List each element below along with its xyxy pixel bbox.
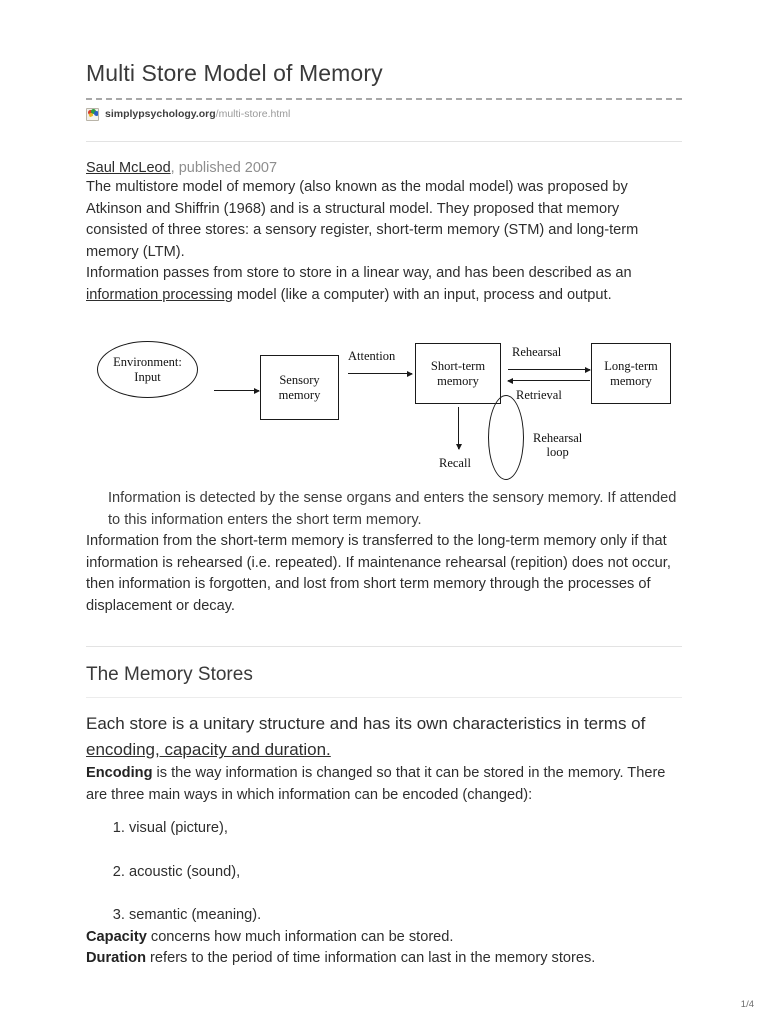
arrow-ltm-to-stm-retrieval [507,377,590,384]
diagram-environment-label-line1: Environment: [113,354,182,369]
duration-paragraph: Duration refers to the period of time in… [86,948,682,970]
diagram-caption: Information is detected by the sense org… [108,490,677,528]
memory-stores-lead-part1: Each store is a unitary structure and ha… [86,714,646,734]
intro-paragraph-2: Information passes from store to store i… [86,263,682,306]
encoding-term: Encoding [86,765,153,782]
diagram-environment-ellipse: Environment: Input [97,341,198,399]
information-processing-link[interactable]: information processing [86,286,233,303]
diagram-rehearsal-label: Rehearsal [512,345,562,360]
encoding-types-list: visual (picture), acoustic (sound), sema… [86,818,682,927]
list-item: acoustic (sound), [129,862,682,884]
arrow-stm-to-ltm-rehearsal [508,366,591,373]
diagram-stm-label-line1: Short-term [430,358,486,373]
source-url: simplypsychology.org/multi-store.html [105,108,290,121]
byline: Saul McLeod, published 2007 [86,159,682,178]
arrow-environment-to-sensory [214,387,260,394]
diagram-retrieval-label: Retrieval [516,388,562,403]
author-link[interactable]: Saul McLeod [86,159,171,176]
encoding-capacity-duration-link[interactable]: encoding, capacity and duration. [86,740,331,760]
diagram-short-term-memory-box: Short-term memory [415,343,501,405]
divider-top [86,140,682,142]
arrow-stm-to-recall [455,407,462,451]
diagram-ltm-label-line1: Long-term [604,358,658,373]
list-item: visual (picture), [129,818,682,840]
memory-stores-lead: Each store is a unitary structure and ha… [86,711,682,763]
section-heading-memory-stores: The Memory Stores [86,647,682,699]
published-date: , published 2007 [170,159,278,176]
document-content: Multi Store Model of Memory simplypsycho… [86,60,682,970]
url-path: /multi-store.html [215,107,291,120]
intro-paragraph-2-part2: model (like a computer) with an input, p… [232,286,612,303]
page-title: Multi Store Model of Memory [86,60,682,100]
multi-store-model-diagram: Environment: Input Sensory memory Attent… [86,328,682,488]
intro-paragraph-1: The multistore model of memory (also kno… [86,179,639,260]
diagram-attention-label: Attention [348,349,396,364]
page-number: 1/4 [740,999,754,1010]
arrow-sensory-to-stm [348,370,413,377]
diagram-environment-label-line2: Input [134,369,161,384]
diagram-sensory-label-line1: Sensory [279,372,320,387]
diagram-long-term-memory-box: Long-term memory [591,343,671,405]
capacity-paragraph: Capacity concerns how much information c… [86,927,682,949]
list-item: semantic (meaning). [129,905,682,927]
encoding-description: is the way information is changed so tha… [86,765,666,803]
intro-paragraph-2-part1: Information passes from store to store i… [86,265,632,282]
encoding-paragraph: Encoding is the way information is chang… [86,763,682,806]
url-domain: simplypsychology.org [105,107,216,120]
diagram-sensory-memory-box: Sensory memory [260,355,339,421]
diagram-stm-label-line2: memory [437,373,479,388]
diagram-ltm-label-line2: memory [610,373,652,388]
divider-section [86,646,682,648]
transfer-paragraph: Information from the short-term memory i… [86,533,671,614]
duration-description: refers to the period of time information… [146,950,596,967]
simplypsychology-brain-icon [86,107,99,121]
capacity-description: concerns how much information can be sto… [146,928,454,945]
diagram-rehearsal-loop-line2: loop [546,445,569,460]
diagram-recall-label: Recall [439,456,471,471]
capacity-term: Capacity [86,928,147,945]
duration-term: Duration [86,950,146,967]
diagram-sensory-label-line2: memory [278,387,321,402]
diagram-rehearsal-loop-label: Rehearsal loop [533,431,582,459]
diagram-rehearsal-loop-ellipse [488,395,524,481]
diagram-rehearsal-loop-line1: Rehearsal [533,431,583,446]
source-url-row: simplypsychology.org/multi-store.html [86,107,682,122]
